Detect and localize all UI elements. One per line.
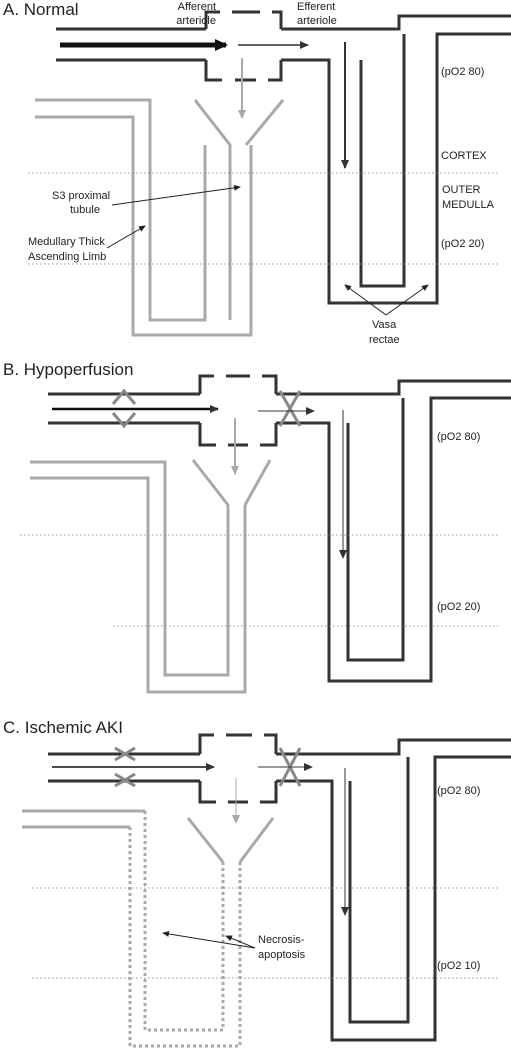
efferent-constriction-marker — [278, 390, 302, 427]
s3-label-line2: tubule — [70, 204, 100, 216]
flow-arrows-b — [52, 405, 347, 559]
thick-limb-outer — [30, 476, 247, 694]
glomerulus-top — [204, 10, 283, 29]
glomerulus-bottom — [204, 60, 283, 82]
efferent-upper-wall — [281, 14, 511, 31]
po2-medulla-label: (pO2 10) — [437, 960, 480, 972]
thick-limb-outer-dotted — [128, 827, 242, 1048]
vessel-system-c — [48, 733, 511, 1042]
thick-limb-label-line1: Medullary Thick — [28, 236, 105, 248]
thick-limb-pointer — [106, 225, 146, 249]
afferent-label-line1: Afferent — [178, 1, 216, 13]
flow-arrows-a — [60, 39, 349, 169]
vasa-recta-inner-wall — [348, 757, 410, 1024]
vasa-rectae-line1: Vasa — [372, 319, 397, 331]
glomerulus-top — [198, 374, 278, 394]
s3-proximal-tubule — [191, 459, 272, 675]
efferent-upper-wall — [276, 379, 511, 396]
necrosis-pointer-s3 — [225, 935, 256, 949]
necrosis-pointer-thick-limb — [162, 931, 256, 949]
s3-proximal-tubule — [193, 99, 285, 320]
constriction-markers-b — [111, 388, 302, 429]
s3-pointer — [111, 184, 241, 206]
vasa-recta-inner-wall — [346, 398, 405, 662]
efferent-label-line1: Efferent — [297, 1, 335, 13]
afferent-label-line2: arteriole — [176, 15, 216, 27]
efferent-upper-wall — [276, 738, 511, 756]
afferent-constriction-marker — [114, 746, 136, 788]
glomerulus-bottom — [198, 781, 278, 804]
po2-cortex-label: (pO2 80) — [437, 431, 480, 443]
vasa-rectae-line2: rectae — [369, 334, 400, 346]
vasa-pointer-right — [385, 284, 429, 316]
glomerulus-bottom — [198, 423, 278, 447]
thick-ascending-limb — [30, 460, 230, 677]
outer-medulla-line1: OUTER — [442, 184, 481, 196]
flow-arrows-c — [52, 763, 349, 916]
efferent-label-line2: arteriole — [297, 15, 337, 27]
s3-proximal-tubule-funnel — [186, 817, 275, 863]
labels-a: Afferent arteriole Efferent arteriole (p… — [28, 1, 495, 346]
panel-a-title: A. Normal — [3, 0, 79, 19]
thick-limb-label-line2: Ascending Limb — [28, 251, 106, 263]
vasa-pointer-left — [344, 284, 387, 316]
panel-hypoperfusion: B. Hypoperfusion (pO2 80) — [3, 360, 511, 694]
tubules-b — [30, 459, 272, 694]
necrosis-label-line2: apoptosis — [258, 949, 306, 961]
vasa-recta-outer-wall — [281, 32, 511, 305]
necrosis-label-line1: Necrosis- — [258, 934, 305, 946]
thick-ascending-limb-dotted — [143, 811, 225, 1032]
outer-medulla-line2: MEDULLA — [442, 199, 495, 211]
po2-cortex-label: (pO2 80) — [441, 66, 484, 78]
po2-cortex-label: (pO2 80) — [437, 785, 480, 797]
vasa-recta-outer-wall — [276, 396, 511, 683]
s3-label-line1: S3 proximal — [52, 190, 110, 202]
tubules-c-necrotic — [22, 809, 275, 1048]
vessel-system-b — [48, 374, 511, 683]
panel-ischemic-aki: C. Ischemic AKI — [3, 718, 511, 1048]
po2-medulla-label: (pO2 20) — [437, 601, 480, 613]
thick-ascending-limb — [35, 98, 207, 322]
panel-b-title: B. Hypoperfusion — [3, 360, 133, 379]
vasa-recta-inner-wall — [359, 34, 406, 288]
glomerulus-top — [198, 733, 278, 754]
afferent-dilation-marker — [111, 388, 137, 429]
thick-limb-outer — [35, 115, 253, 337]
panel-c-title: C. Ischemic AKI — [3, 718, 123, 737]
cortex-label: CORTEX — [441, 150, 487, 162]
po2-medulla-label: (pO2 20) — [441, 238, 484, 250]
vasa-recta-outer-wall — [276, 755, 511, 1042]
tubules-a — [35, 98, 285, 337]
panel-normal: A. Normal Afferent — [3, 0, 511, 346]
